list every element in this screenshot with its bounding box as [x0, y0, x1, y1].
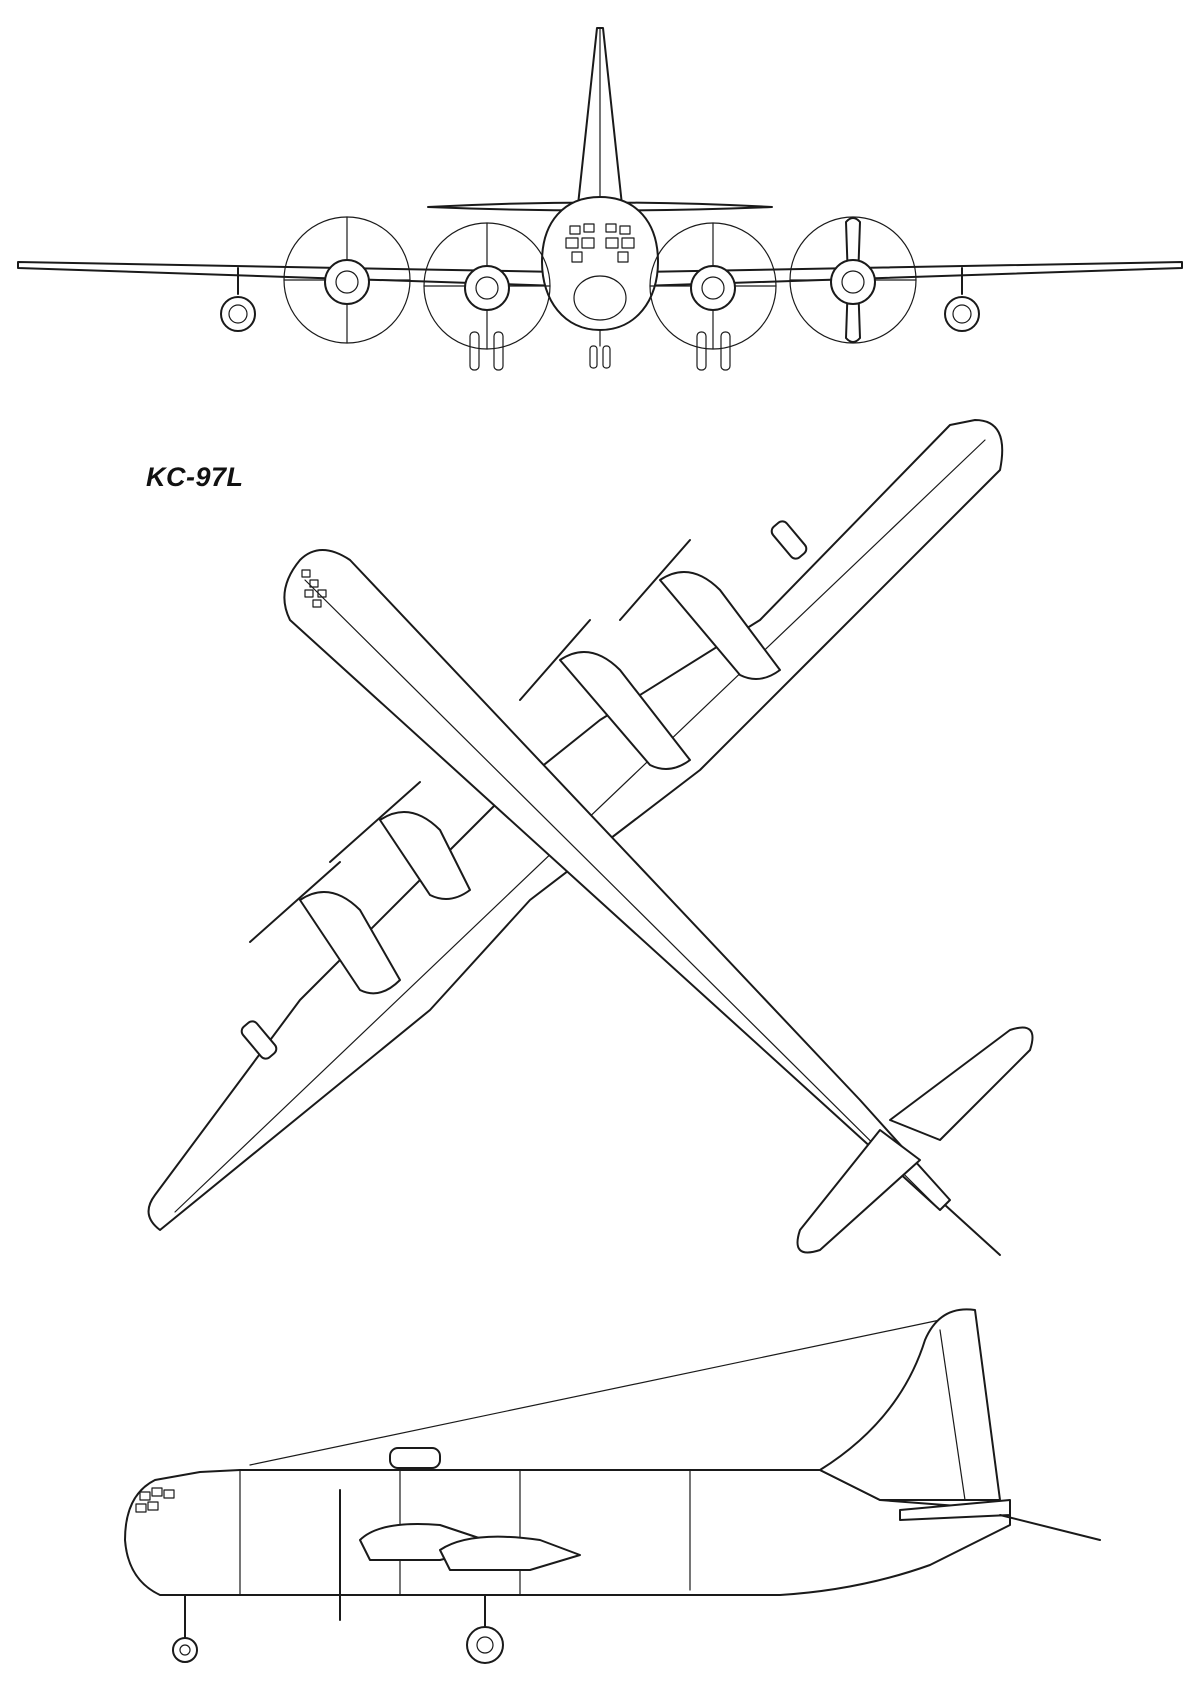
side-landing-gear — [172, 1594, 504, 1664]
side-dorsal-radome — [389, 1447, 441, 1469]
plan-engine-nacelles — [299, 571, 781, 995]
aircraft-designation: KC-97L — [146, 462, 244, 492]
plan-refueling-boom — [944, 1204, 1001, 1256]
front-view — [17, 27, 1183, 371]
front-fuselage — [541, 196, 659, 331]
side-vertical-fin — [819, 1308, 1001, 1501]
plan-jet-pods — [240, 520, 808, 1060]
front-horizontal-tail — [427, 201, 773, 212]
plan-view — [147, 419, 1034, 1256]
front-cockpit-windows — [565, 223, 635, 263]
side-antenna-wire — [249, 1319, 941, 1466]
plan-propellers — [249, 539, 691, 943]
front-jet-pods — [220, 267, 980, 332]
plan-cockpit-windows — [301, 569, 327, 608]
plan-fuselage — [283, 549, 951, 1211]
side-refueling-boom — [999, 1514, 1101, 1541]
side-engine-nacelles — [359, 1523, 581, 1571]
side-horizontal-tail — [899, 1499, 1011, 1521]
side-fuselage — [124, 1469, 1011, 1596]
front-engine-nacelles — [324, 259, 876, 311]
side-cockpit-windows — [135, 1487, 175, 1513]
side-view — [124, 1308, 1101, 1664]
front-landing-gear — [469, 329, 731, 371]
plan-horizontal-tail — [889, 1026, 1034, 1141]
